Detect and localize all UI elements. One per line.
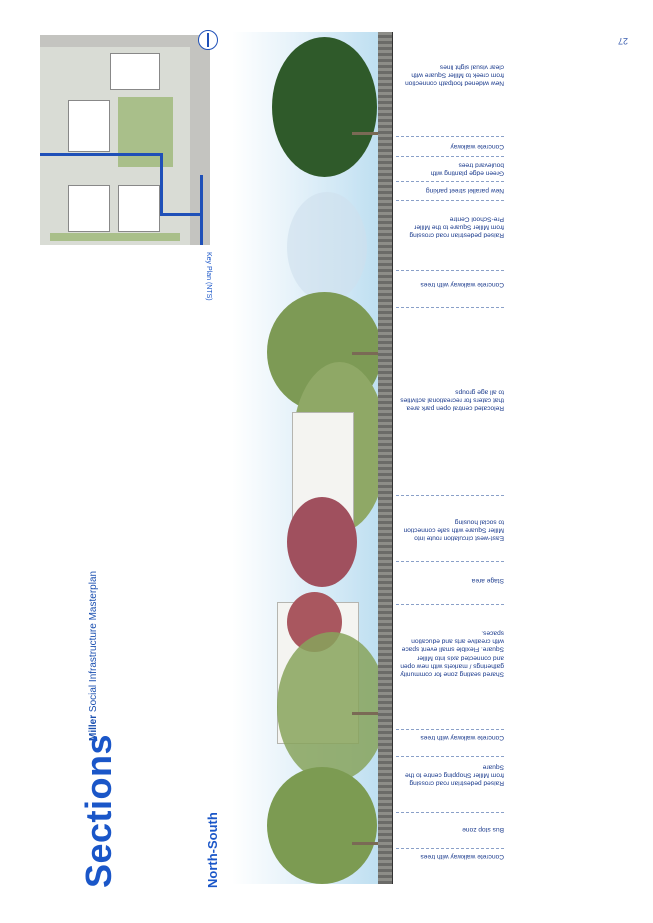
kp-building — [68, 100, 110, 152]
page-heading: Sections — [78, 733, 119, 888]
kp-section-line — [200, 175, 203, 245]
annotation-east-west-route: East-west circulation route into Miller … — [403, 518, 504, 542]
document-title-rest: Social Infrastructure Masterplan — [88, 570, 99, 715]
document-title: Miller Social Infrastructure Masterplan — [88, 571, 99, 741]
annotation-green-edge-planting: Green edge planting with boulevard trees — [430, 161, 504, 177]
kp-tree-row — [50, 233, 180, 241]
annotation-raised-crossing-shopping: Raised pedestrian road crossing from Mil… — [405, 763, 504, 787]
kp-building — [118, 185, 160, 232]
section-subheading: North-South — [205, 812, 220, 888]
kp-section-line — [160, 213, 202, 216]
annotation-divider — [396, 270, 504, 271]
annotation-divider — [396, 729, 504, 730]
tree-trunk — [352, 712, 380, 715]
tree-trunk — [352, 132, 380, 135]
annotation-concrete-walkway: Concrete walkway — [450, 143, 504, 151]
tree-trunk — [352, 842, 380, 845]
section-illustration — [232, 32, 392, 884]
annotation-walkway-trees: Concrete walkway with trees — [420, 281, 504, 289]
annotation-divider — [396, 604, 504, 605]
annotation-divider — [396, 200, 504, 201]
annotation-shared-seating: Shared seating zone for community gather… — [400, 629, 504, 678]
annotation-divider — [396, 561, 504, 562]
annotation-parallel-parking: New parallel street parking — [425, 187, 504, 195]
ground-section — [378, 32, 392, 884]
kp-park — [118, 97, 173, 167]
annotation-stage-area: Stage area — [471, 577, 504, 585]
north-arrow-icon — [198, 30, 218, 50]
annotation-divider — [396, 756, 504, 757]
key-plan-map — [40, 35, 210, 245]
tree-canopy — [267, 767, 377, 884]
tree-trunk — [352, 352, 380, 355]
tree-canopy — [277, 632, 387, 782]
annotation-bus-stop: Bus stop zone — [462, 826, 504, 834]
tree-canopy — [287, 192, 367, 302]
annotation-divider — [396, 495, 504, 496]
annotation-divider — [396, 181, 504, 182]
kp-section-line — [40, 153, 162, 156]
annotation-divider — [396, 136, 504, 137]
annotation-divider — [396, 848, 504, 849]
annotation-divider — [396, 812, 504, 813]
ground-line — [392, 32, 393, 884]
page-number: 27 — [618, 36, 629, 46]
kp-road — [190, 35, 210, 245]
kp-building — [110, 53, 160, 90]
annotation-walkway-trees: Concrete walkway with trees — [420, 853, 504, 861]
annotation-divider — [396, 307, 504, 308]
annotation-widened-footpath: New widened footpath connection from cre… — [405, 63, 504, 87]
kp-road — [40, 35, 210, 47]
kp-building — [68, 185, 110, 232]
annotation-walkway-trees: Concrete walkway with trees — [420, 734, 504, 742]
annotation-central-park: Relocated central open park area that ca… — [400, 388, 504, 412]
annotation-raised-crossing-preschool: Raised pedestrian road crossing from Mil… — [409, 215, 504, 239]
annotation-divider — [396, 156, 504, 157]
key-plan-label: Key Plan (NTS) — [205, 252, 212, 301]
kp-section-line — [160, 153, 163, 215]
flowering-tree — [287, 497, 357, 587]
tree-canopy — [272, 37, 377, 177]
